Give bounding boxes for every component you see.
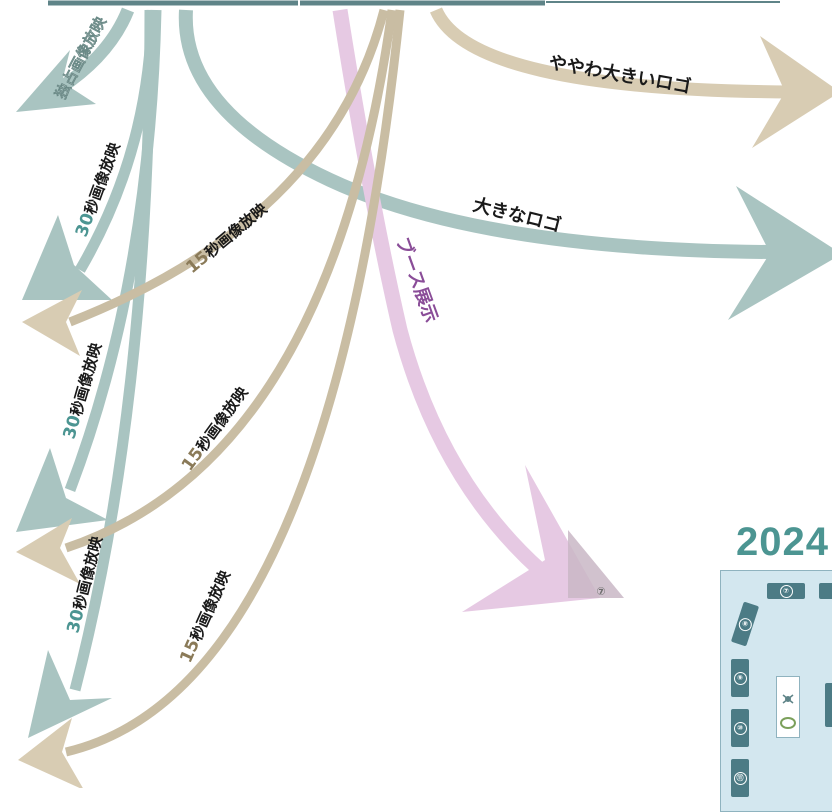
booth-display-arrow-shaft — [332, 8, 546, 576]
booth-8: ⑧ — [730, 601, 760, 647]
booth-7b — [819, 583, 832, 599]
sec15-a-label: 15 秒画像放映 — [182, 199, 271, 278]
booth-9: ⑨ — [731, 659, 749, 697]
booth-11-number: ⑪ — [733, 771, 747, 785]
sec15-b-arrow-head — [16, 518, 80, 584]
logo-medium-arrow-shaft — [430, 7, 791, 99]
booth-11: ⑪ — [731, 759, 749, 797]
sec15-c-arrow-shaft — [64, 9, 405, 757]
logo-medium-arrow-head — [752, 36, 832, 148]
booth-9-number: ⑨ — [733, 671, 747, 685]
sec15-a-arrow-head — [22, 290, 82, 356]
sec15-b-arrow-shaft — [64, 9, 397, 553]
booth-marker-triangle — [568, 530, 624, 598]
sec15-c-label: 15 秒画像放映 — [176, 567, 234, 666]
year-heading: 2024 — [736, 520, 829, 564]
kiosk-icon — [780, 694, 796, 729]
booth-7-number: ⑦ — [779, 584, 793, 598]
booth-10: ⑩ — [731, 709, 749, 747]
booth-center — [825, 683, 832, 727]
sec15-c-arrow-head — [18, 718, 83, 788]
sec30-c-arrow-head — [28, 650, 112, 738]
sec30-b-arrow-head — [16, 448, 108, 532]
kiosk — [776, 676, 800, 738]
logo-large-arrow-head — [728, 186, 832, 320]
sec15-a-text: 秒画像放映 — [201, 199, 271, 262]
floor-plan: ⑦ ⑧ ⑨ ⑩ ⑪ — [720, 570, 832, 812]
booth-10-number: ⑩ — [733, 721, 747, 735]
sec30-a-arrow-head — [22, 215, 112, 300]
booth-marker-label: ⑦ — [596, 585, 605, 598]
sec30-c-arrow-shaft — [69, 9, 156, 692]
booth-display-arrow-head — [462, 465, 600, 612]
exclusive-arrow-head — [16, 50, 96, 112]
sponsorship-diagram: ⑦ 独占画像放映 ややわ大きいロゴ 大きなロゴ ブース展示 30 秒画像放映 1… — [16, 0, 832, 788]
sec15-a-arrow-shaft — [68, 8, 389, 327]
booth-7: ⑦ — [767, 583, 805, 599]
logo-medium-label: ややわ大きいロゴ — [547, 51, 693, 98]
booth-8-number: ⑧ — [736, 615, 754, 633]
exclusive-arrow-shaft — [56, 7, 135, 94]
